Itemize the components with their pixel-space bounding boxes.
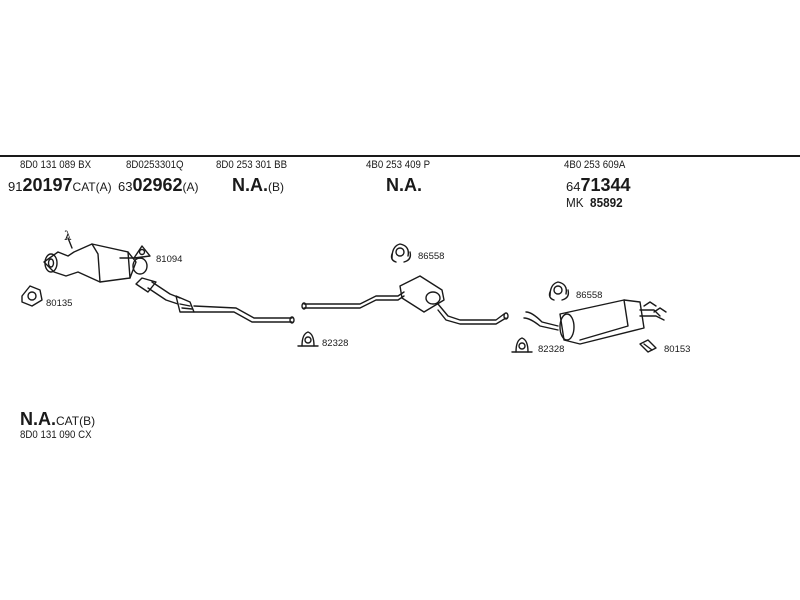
- col3-code-suffix: (B): [268, 180, 284, 194]
- col5-code-main: 71344: [580, 175, 631, 195]
- col5-part-code: 6471344: [566, 176, 631, 195]
- col2-code-main: 02962: [132, 175, 183, 195]
- col1-part-code: 9120197CAT(A): [8, 176, 112, 195]
- col5-extra-value: 85892: [590, 195, 623, 210]
- hanger-86558-b-icon: [548, 281, 570, 301]
- col2-code-prefix: 63: [118, 179, 133, 194]
- part-80153-label: 80153: [664, 344, 690, 355]
- footer-code-main: N.A.: [20, 409, 56, 429]
- col5-code-prefix: 64: [566, 179, 581, 194]
- col3-code-main: N.A.: [232, 175, 268, 195]
- middle-silencer-icon: [301, 275, 509, 325]
- col4-code-main: N.A.: [386, 175, 422, 195]
- col5-extra-prefix: MK: [566, 195, 584, 210]
- part-82328-b-label: 82328: [538, 344, 564, 355]
- part-81094-label: 81094: [156, 254, 182, 265]
- col3-part-code: N.A.(B): [232, 176, 284, 195]
- gasket-80135-icon: [21, 285, 43, 307]
- col5-oem-number: 4B0 253 609A: [564, 159, 626, 171]
- col2-code-suffix: (A): [182, 180, 199, 194]
- bracket-80153-icon: [639, 339, 657, 353]
- col2-oem-number: 8D0253301Q: [126, 159, 184, 171]
- footer-part-code: N.A.CAT(B): [20, 410, 95, 429]
- col1-code-main: 20197: [22, 175, 73, 195]
- col4-oem-number: 4B0 253 409 P: [366, 159, 431, 171]
- col4-part-code: N.A.: [386, 176, 422, 195]
- part-82328-a-label: 82328: [322, 338, 348, 349]
- gasket-81094-icon: [133, 245, 151, 259]
- part-86558-b-label: 86558: [576, 290, 602, 301]
- rear-silencer-icon: [523, 299, 667, 345]
- col1-code-prefix: 91: [8, 179, 23, 194]
- col1-oem-number: 8D0 131 089 BX: [20, 159, 92, 171]
- col2-part-code: 6302962(A): [118, 176, 199, 195]
- col3-oem-number: 8D0 253 301 BB: [216, 159, 288, 171]
- part-86558-a-label: 86558: [418, 251, 444, 262]
- catalytic-converter-icon: [43, 237, 148, 283]
- footer-oem-number: 8D0 131 090 CX: [20, 429, 92, 441]
- col5-extra-code: MK 85892: [566, 196, 623, 209]
- part-80135-label: 80135: [46, 298, 72, 309]
- header-divider-line: [0, 155, 800, 157]
- hanger-86558-a-icon: [390, 243, 412, 263]
- clamp-82328-b-icon: [511, 337, 533, 353]
- front-pipe-icon: [135, 277, 295, 324]
- col1-code-suffix: CAT(A): [72, 180, 112, 194]
- clamp-82328-icon: [297, 331, 319, 347]
- footer-code-suffix: CAT(B): [56, 414, 96, 428]
- lambda-sensor-label: λ: [64, 229, 72, 243]
